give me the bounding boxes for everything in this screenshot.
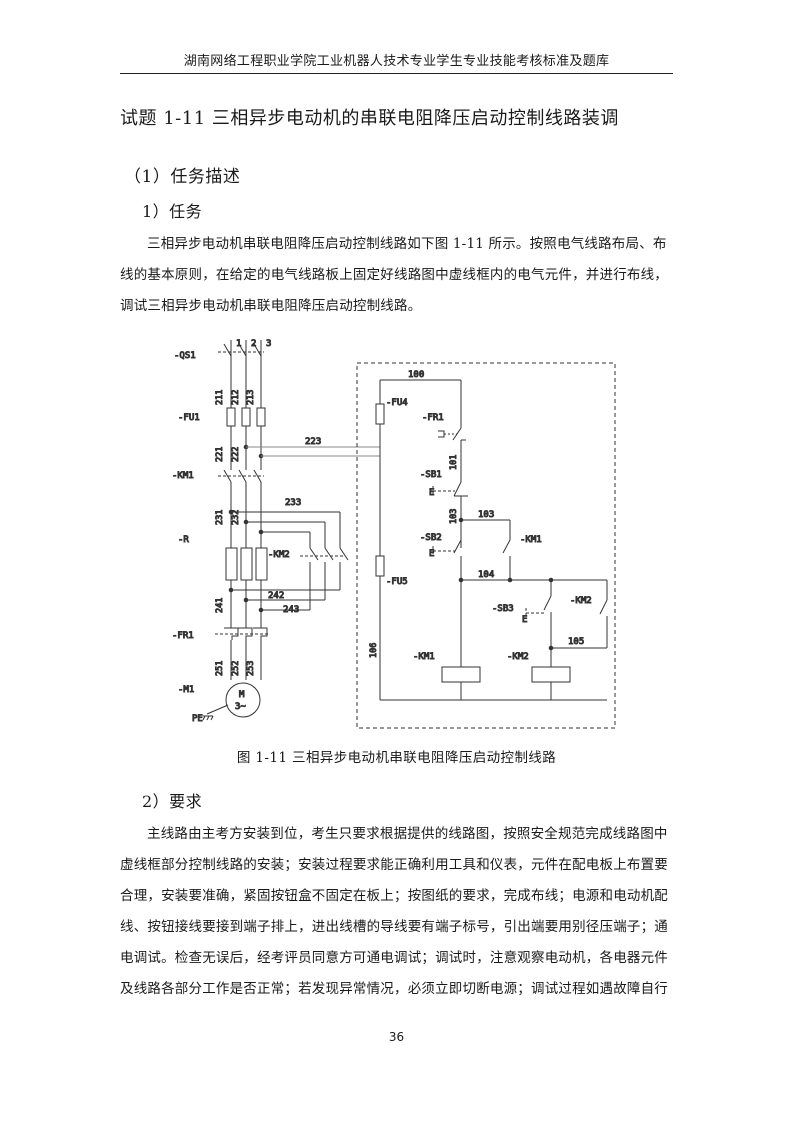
fr1-ctrl-label: -FR1 (422, 413, 444, 423)
wire-105: 105 (568, 637, 584, 647)
wire-213: 213 (246, 390, 256, 405)
fr1-nc-contact (438, 380, 466, 472)
phase-1-label: 1 (236, 339, 241, 349)
fr1-thermal-elements (215, 627, 275, 640)
page-header: 湖南网络工程职业学院工业机器人技术专业学生专业技能考核标准及题库 (183, 54, 610, 69)
km2-main-contacts (300, 547, 349, 610)
km1-holding-branch (458, 517, 511, 580)
wire-251: 251 (215, 661, 225, 676)
sb1-label: -SB1 (420, 470, 442, 480)
requirements-paragraph: 主线路由主考方安装到位，考生只要求根据提供的线路图，按照安全规范完成线路图中 虚… (120, 819, 673, 1005)
req-line: 电调试。检查无误后，经考评员同意方可通电调试；调试时，注意观察电动机，各电器元件 (120, 950, 668, 966)
km-coils (441, 648, 571, 700)
wire-223: 223 (305, 437, 321, 447)
fu1-label: -FU1 (178, 413, 200, 423)
motor-m1 (202, 682, 261, 721)
fu5-label: -FU5 (386, 577, 408, 587)
exam-title: 试题 1-11 三相异步电动机的串联电阻降压启动控制线路装调 (120, 108, 619, 129)
km2-main-label: -KM2 (268, 550, 290, 560)
req-line: 虚线框部分控制线路的安装；安装过程要求能正确利用工具和仪表，元件在配电板上布置要 (120, 857, 668, 873)
subsection-task: 1）任务 (142, 202, 203, 221)
pe-label: PE (192, 714, 203, 724)
task-line: 线的基本原则，在给定的电气线路板上固定好线路图中虚线框内的电气元件，并进行布线， (120, 267, 668, 283)
motor-phase-label: 3~ (235, 702, 246, 712)
task-line: 三相异步电动机串联电阻降压启动控制线路如下图 1-11 所示。按照电气线路布局、… (147, 236, 667, 252)
r-label: -R (178, 535, 189, 545)
wire-211: 211 (215, 390, 225, 405)
m1-label: -M1 (178, 685, 194, 695)
sb1-e-label: E (429, 488, 434, 498)
wire-222: 222 (231, 447, 241, 462)
wire-103a: 103 (449, 509, 459, 524)
wire-212: 212 (231, 390, 241, 405)
fr1-main-label: -FR1 (172, 631, 194, 641)
wire-103b: 103 (478, 510, 494, 520)
wire-252: 252 (231, 661, 241, 676)
km2-coil-label: -KM2 (507, 652, 529, 662)
wire-101: 101 (449, 455, 459, 470)
control-circuit-frame (356, 362, 616, 729)
phase-2-label: 2 (251, 339, 256, 349)
header-rule (120, 73, 673, 74)
qs1-switch (218, 343, 264, 357)
sb3-km2-branch (525, 580, 608, 651)
sb2-label: -SB2 (420, 533, 442, 543)
control-feed-lines (243, 444, 380, 459)
fu1-fuses (226, 407, 266, 427)
sb3-label: -SB3 (492, 604, 514, 614)
wire-243: 243 (283, 605, 299, 615)
km1-contact-label: -KM1 (520, 535, 542, 545)
req-line: 主线路由主考方安装到位，考生只要求根据提供的线路图，按照安全规范完成线路图中 (147, 826, 668, 842)
sb2-e-label: E (429, 549, 434, 559)
motor-label: M (239, 690, 245, 700)
figure-caption: 图 1-11 三相异步电动机串联电阻降压启动控制线路 (236, 750, 557, 766)
phase-3-label: 3 (266, 339, 271, 349)
task-line: 调试三相异步电动机串联电阻降压启动控制线路。 (120, 298, 422, 314)
req-line: 及线路各部分工作是否正常；若发现异常情况，必须立即切断电源；调试过程如遇故障自行 (120, 981, 668, 997)
wire-253: 253 (246, 661, 256, 676)
wire-232: 232 (231, 510, 241, 525)
task-paragraph: 三相异步电动机串联电阻降压启动控制线路如下图 1-11 所示。按照电气线路布局、… (120, 229, 673, 322)
wire-221: 221 (215, 447, 225, 462)
wire-233: 233 (285, 498, 301, 508)
km2-contact-label: -KM2 (570, 596, 592, 606)
wire-104: 104 (478, 570, 494, 580)
section-task-description: （1）任务描述 (124, 167, 241, 187)
sb3-e-label: E (522, 615, 527, 625)
resistors-r (225, 547, 268, 581)
fu4-label: -FU4 (386, 398, 408, 408)
req-line: 线、按钮接线要接到端子排上，进出线槽的导线要有端子标号，引出端要用别径压端子；通 (120, 919, 668, 935)
bypass-wires-upper (228, 509, 341, 548)
qs1-label: -QS1 (174, 351, 196, 361)
km1-main-label: -KM1 (172, 471, 194, 481)
wire-106: 106 (369, 643, 379, 658)
subsection-requirements: 2）要求 (142, 792, 203, 811)
page-number: 36 (388, 1030, 405, 1044)
req-line: 合理，安装要准确，紧固按钮盒不固定在板上；按图纸的要求，完成布线；电源和电动机配 (120, 888, 668, 904)
wire-231: 231 (215, 510, 225, 525)
wire-241: 241 (215, 598, 225, 613)
wire-100: 100 (408, 370, 424, 380)
wire-242: 242 (268, 591, 284, 601)
km1-coil-label: -KM1 (413, 652, 435, 662)
control-left-rail (375, 379, 607, 701)
km1-main-contacts (218, 469, 266, 483)
